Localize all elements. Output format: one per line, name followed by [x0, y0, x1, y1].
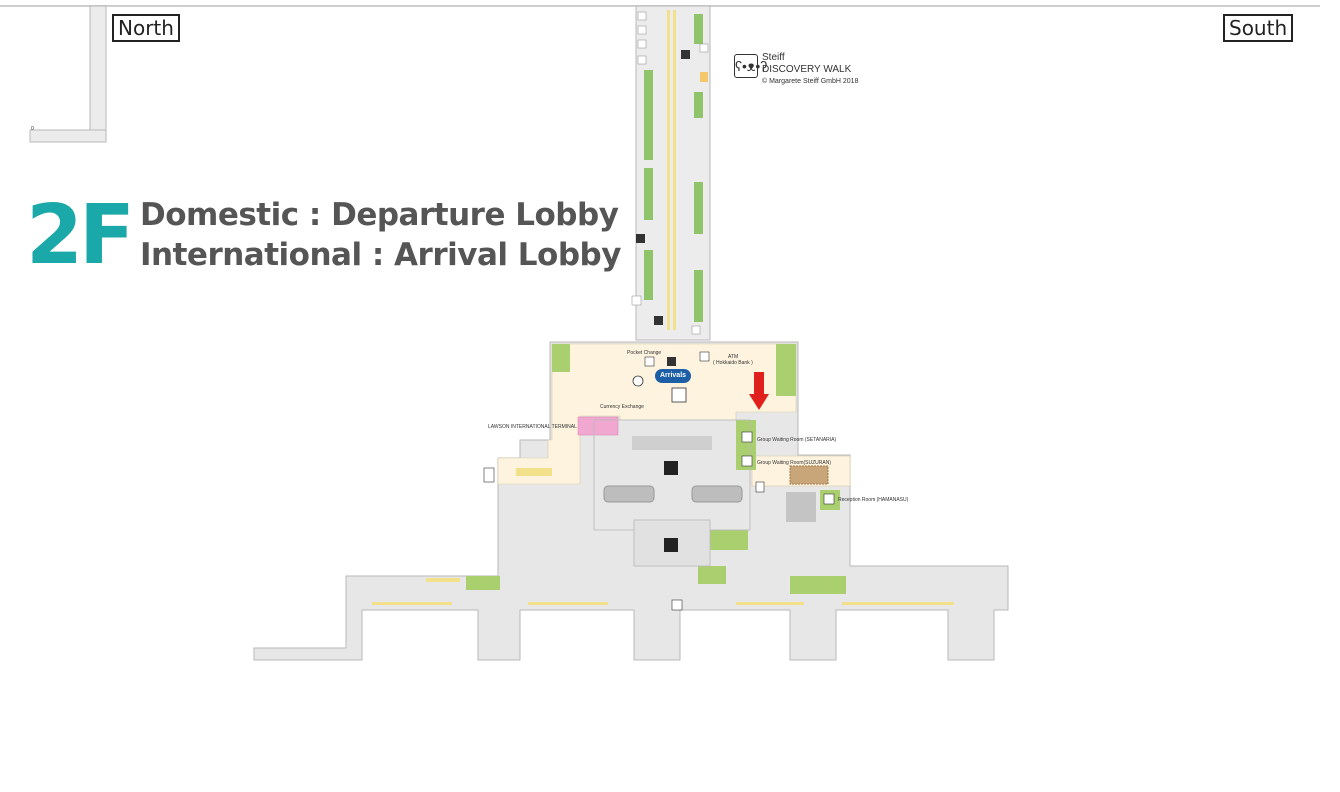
- north-wing: [29, 5, 107, 143]
- central-pier: [631, 5, 711, 341]
- title-international: International : Arrival Lobby: [140, 237, 621, 273]
- location-arrow-icon: [749, 372, 769, 410]
- steiff-copyright: © Margarete Steiff GmbH 2018: [762, 78, 859, 85]
- hamanasu-label: Reception Room (HAMANASU): [838, 497, 909, 503]
- title-domestic: Domestic : Departure Lobby: [140, 197, 619, 233]
- atm-label: ATM: [728, 354, 739, 360]
- steiff-brand: Steiff: [762, 52, 785, 63]
- south-label: South: [1223, 14, 1294, 42]
- north-marker-label: 0: [31, 126, 34, 132]
- north-label: North: [112, 14, 180, 42]
- steiff-name: DISCOVERY WALK: [762, 64, 852, 75]
- pocket-change-label: Pocket Change: [627, 350, 662, 356]
- setanaria-label: Group Waiting Room (SETANARIA): [757, 437, 837, 443]
- lawson-label[interactable]: LAWSON INTERNATIONAL TERMINAL: [488, 424, 577, 430]
- arrivals-badge: Arrivals: [655, 369, 691, 383]
- currency-exchange-label: Currency Exchange: [600, 404, 644, 410]
- atm-bank-label: ( Hokkaido Bank ): [713, 360, 753, 366]
- suzuran-label: Group Waiting Room(SUZURAN): [757, 460, 831, 466]
- floor-number: 2F: [26, 188, 135, 283]
- terminal-body: [253, 341, 1009, 661]
